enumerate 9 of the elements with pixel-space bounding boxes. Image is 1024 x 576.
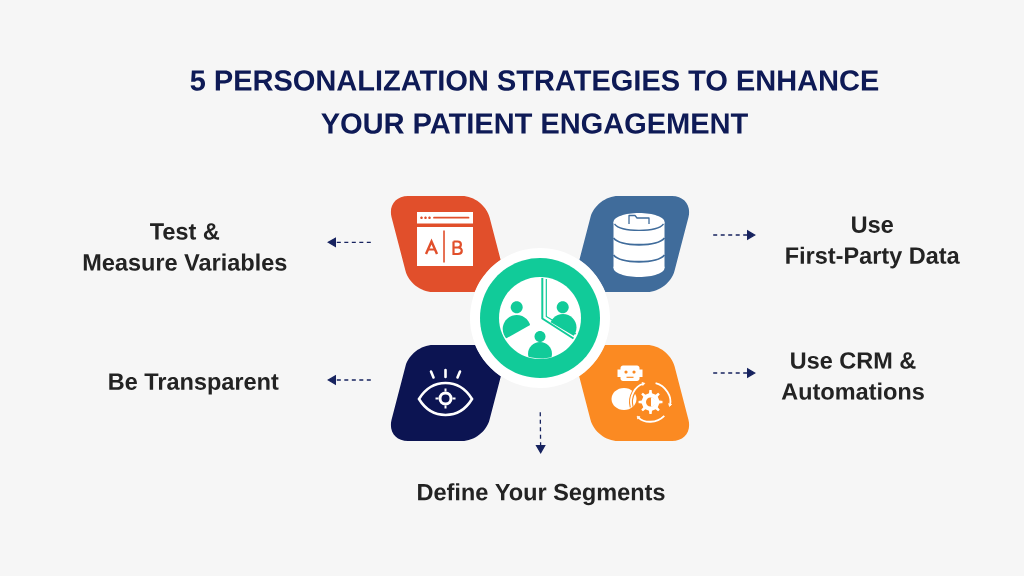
strategy-label: Be Transparent (109, 373, 279, 395)
dashed-arrow (535, 411, 546, 454)
center-circle (470, 248, 610, 388)
strategy-label: Use CRM & Automations (781, 352, 924, 400)
strategy-label: Define Your Segments (418, 483, 665, 506)
title: 5 PERSONALIZATION STRATEGIES TO ENHANCE YOUR PATIENT ENGAGEMENT (190, 70, 879, 134)
dashed-arrow (327, 237, 372, 248)
strategy-label: Test & Measure Variables (83, 223, 287, 271)
strategy-label: Use First-Party Data (786, 216, 960, 269)
